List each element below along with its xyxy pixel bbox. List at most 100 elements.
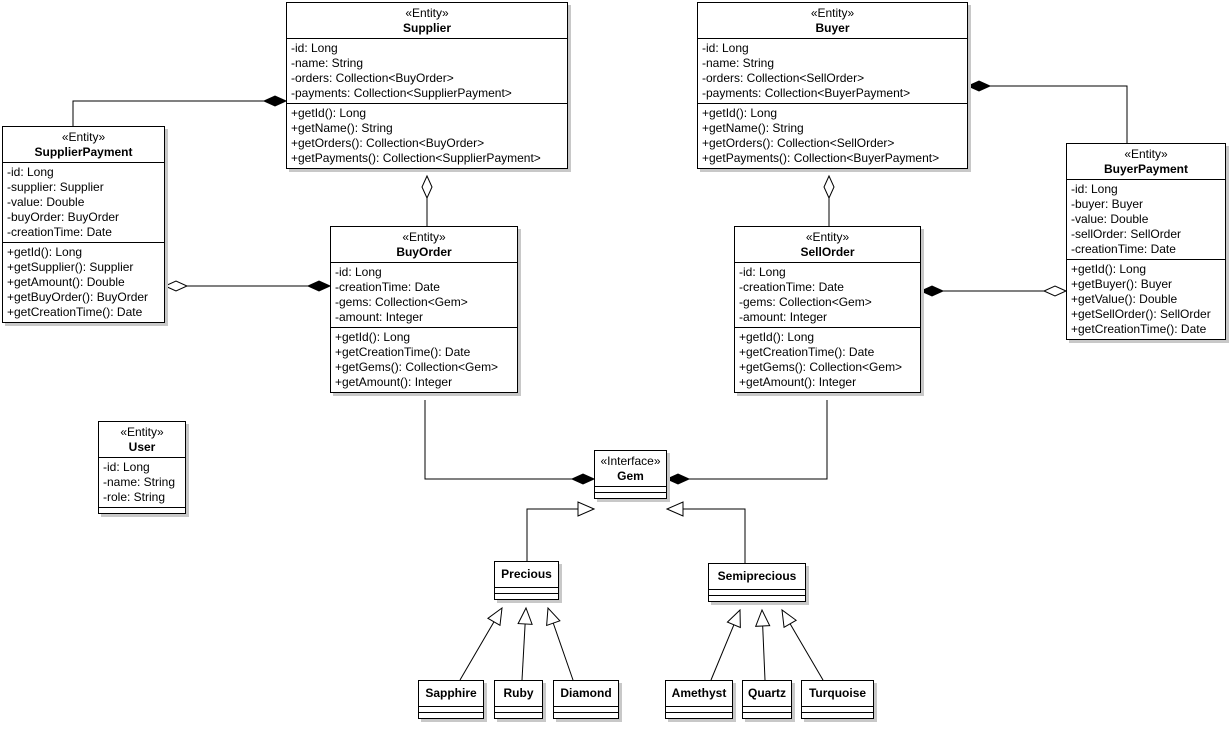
operation: +getOrders(): Collection<SellOrder> [702, 136, 895, 150]
class-header: Ruby [495, 681, 542, 706]
generalization-arrowhead [726, 608, 741, 629]
generalization-connector [789, 623, 824, 681]
attributes-section [495, 706, 542, 712]
generalization-connector [762, 625, 766, 681]
class-supplier-payment[interactable]: «Entity» SupplierPayment -id: Long -supp… [2, 126, 165, 323]
class-header: «Entity» SellOrder [735, 227, 920, 262]
operation: +getSupplier(): Supplier [7, 260, 134, 274]
operations-section: +getId(): Long +getSupplier(): Supplier … [3, 242, 164, 322]
attributes-section: -id: Long -name: String -orders: Collect… [287, 38, 567, 103]
class-stereotype: «Entity» [120, 425, 164, 439]
class-name: User [128, 440, 156, 454]
class-name: Buyer [815, 21, 850, 35]
attribute: -id: Long [739, 265, 786, 279]
composition-connector [72, 100, 286, 126]
attribute: -creationTime: Date [1071, 242, 1176, 256]
class-quartz[interactable]: Quartz [742, 680, 792, 719]
class-amethyst[interactable]: Amethyst [665, 680, 733, 719]
class-header: Sapphire [419, 681, 483, 706]
operations-section: +getId(): Long +getName(): String +getOr… [287, 103, 567, 168]
class-name: Quartz [747, 686, 786, 700]
operations-section [595, 492, 666, 498]
operations-section [554, 712, 618, 718]
attribute: -name: String [103, 475, 176, 489]
attribute: -amount: Integer [739, 310, 828, 324]
class-precious[interactable]: Precious [494, 561, 559, 600]
attributes-section [554, 706, 618, 712]
operation: +getName(): String [291, 121, 393, 135]
generalization-connector [526, 508, 578, 561]
class-header: «Entity» SupplierPayment [3, 127, 164, 162]
class-stereotype: «Entity» [1124, 147, 1168, 161]
operation: +getOrders(): Collection<BuyOrder> [291, 136, 485, 150]
generalization-arrowhead [754, 608, 771, 627]
operation: +getCreationTime(): Date [739, 345, 875, 359]
operations-section: +getId(): Long +getName(): String +getOr… [698, 103, 967, 168]
composition-diamond [306, 280, 332, 292]
generalization-arrowhead [546, 606, 561, 627]
operation: +getId(): Long [7, 245, 83, 259]
attribute: -sellOrder: SellOrder [1071, 227, 1182, 241]
class-diamond[interactable]: Diamond [553, 680, 619, 719]
operation: +getId(): Long [1071, 262, 1147, 276]
class-name: Turquoise [808, 686, 867, 700]
operation: +getName(): String [702, 121, 804, 135]
class-supplier[interactable]: «Entity» Supplier -id: Long -name: Strin… [286, 2, 568, 169]
class-ruby[interactable]: Ruby [494, 680, 543, 719]
aggregation-diamond [823, 174, 835, 200]
attributes-section: -id: Long -supplier: Supplier -value: Do… [3, 162, 164, 242]
class-stereotype: «Entity» [805, 230, 850, 244]
class-turquoise[interactable]: Turquoise [801, 680, 874, 719]
generalization-arrowhead [486, 606, 503, 627]
attributes-section [802, 706, 873, 712]
operation: +getValue(): Double [1071, 292, 1178, 306]
class-stereotype: «Entity» [402, 230, 446, 244]
class-buy-order[interactable]: «Entity» BuyOrder -id: Long -creationTim… [330, 226, 518, 393]
class-header: «Interface» Gem [595, 451, 666, 486]
class-header: «Entity» Buyer [698, 3, 967, 38]
attribute: -id: Long [103, 460, 150, 474]
composition-diamond [966, 80, 992, 92]
operations-section: +getId(): Long +getBuyer(): Buyer +getVa… [1067, 259, 1225, 339]
attribute: -creationTime: Date [739, 280, 844, 294]
class-sell-order[interactable]: «Entity» SellOrder -id: Long -creationTi… [734, 226, 921, 393]
class-stereotype: «Interface» [600, 454, 661, 468]
operation: +getBuyOrder(): BuyOrder [7, 290, 149, 304]
class-name: Gem [617, 469, 644, 483]
class-name: BuyOrder [396, 245, 452, 259]
class-header: «Entity» Supplier [287, 3, 567, 38]
operations-section [709, 595, 805, 601]
generalization-arrowhead [665, 501, 684, 517]
attribute: -gems: Collection<Gem> [739, 295, 872, 309]
class-name: Ruby [503, 686, 534, 700]
operations-section [743, 712, 791, 718]
attribute: -id: Long [702, 41, 749, 55]
class-user[interactable]: «Entity» User -id: Long -name: String -r… [98, 421, 186, 514]
operation: +getId(): Long [739, 330, 815, 344]
composition-connector [968, 85, 1128, 143]
class-buyer-payment[interactable]: «Entity» BuyerPayment -id: Long -buyer: … [1066, 143, 1226, 340]
generalization-connector [459, 621, 495, 681]
operation: +getCreationTime(): Date [7, 305, 143, 319]
generalization-arrowhead [517, 606, 533, 625]
attributes-section [419, 706, 483, 712]
class-semiprecious[interactable]: Semiprecious [708, 563, 806, 602]
operation: +getAmount(): Integer [335, 375, 453, 389]
attribute: -creationTime: Date [335, 280, 440, 294]
attributes-section [595, 486, 666, 492]
class-buyer[interactable]: «Entity» Buyer -id: Long -name: String -… [697, 2, 968, 169]
operations-section [419, 712, 483, 718]
operations-section: +getId(): Long +getCreationTime(): Date … [331, 327, 517, 392]
class-name: Sapphire [425, 686, 477, 700]
interface-gem[interactable]: «Interface» Gem [594, 450, 667, 499]
generalization-connector [552, 622, 574, 681]
composition-diamond [919, 285, 945, 297]
generalization-connector [710, 624, 735, 681]
class-sapphire[interactable]: Sapphire [418, 680, 484, 719]
attribute: -id: Long [1071, 182, 1118, 196]
class-header: Turquoise [802, 681, 873, 706]
class-stereotype: «Entity» [405, 6, 449, 20]
generalization-connector [521, 623, 526, 681]
operations-section: +getId(): Long +getCreationTime(): Date … [735, 327, 920, 392]
class-stereotype: «Entity» [810, 6, 855, 20]
